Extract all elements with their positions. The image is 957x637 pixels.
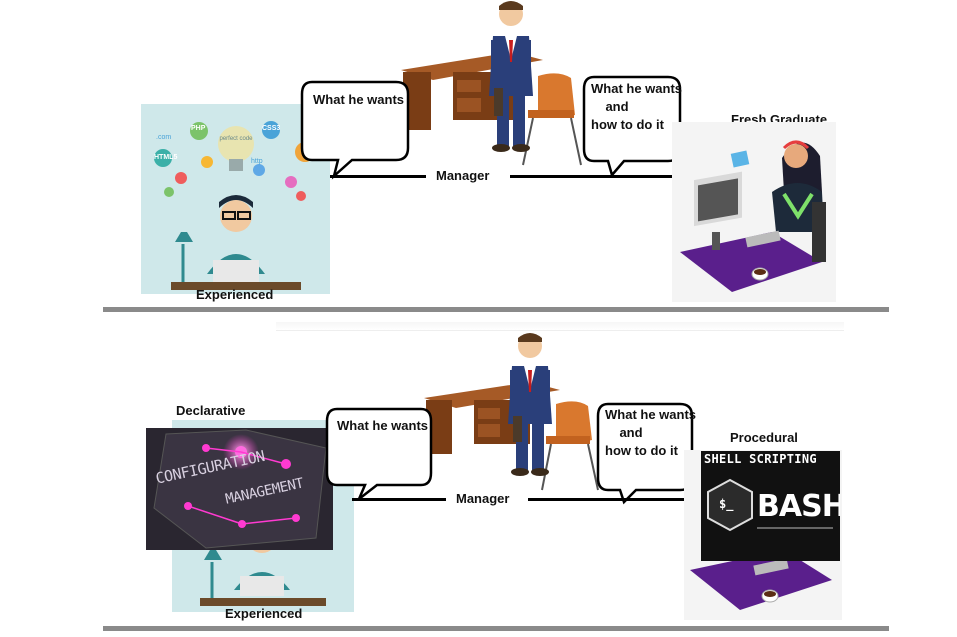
perfect-code-tag: perfect code bbox=[219, 136, 253, 142]
procedural-title: Procedural bbox=[730, 430, 798, 445]
bash-logo-icon bbox=[707, 478, 753, 532]
panel-divider-top bbox=[103, 307, 889, 312]
declarative-title: Declarative bbox=[176, 403, 246, 418]
connector-right-top bbox=[510, 175, 676, 178]
bash-logo-text: BASH bbox=[757, 489, 840, 524]
right-bubble-text-top: What he wants and how to do it bbox=[591, 81, 683, 132]
css3-tag: CSS3 bbox=[262, 125, 281, 132]
manager-label-bottom: Manager bbox=[456, 491, 510, 506]
html5-tag: HTML5 bbox=[154, 154, 178, 161]
manager-label-top: Manager bbox=[436, 168, 490, 183]
fresh-graduate-image bbox=[672, 122, 836, 302]
speech-bubble-right-bottom bbox=[596, 402, 694, 505]
connector-left-top bbox=[330, 175, 426, 178]
bash-tagline bbox=[757, 527, 833, 529]
manager-figure-bottom bbox=[418, 332, 608, 494]
connector-left-bottom bbox=[352, 498, 446, 501]
experienced-caption-top: Experienced bbox=[196, 287, 274, 302]
speech-bubble-left-bottom bbox=[325, 407, 433, 500]
php-tag: PHP bbox=[191, 125, 206, 132]
http-tag: http bbox=[251, 158, 263, 165]
experienced-caption-bottom: Experienced bbox=[225, 606, 303, 621]
connector-right-bottom bbox=[528, 498, 686, 501]
right-bubble-text-bottom: What he wants and how to do it bbox=[605, 407, 697, 458]
configuration-management-image: CONFIGURATION MANAGEMENT bbox=[146, 428, 333, 550]
bash-shell-scripting-image: SHELL SCRIPTING $_ BASH bbox=[701, 451, 840, 561]
panel-divider-bottom bbox=[103, 626, 889, 631]
manager-figure-top bbox=[393, 0, 593, 172]
speech-bubble-right-top bbox=[582, 75, 682, 178]
speech-bubble-left-top bbox=[300, 80, 410, 180]
left-bubble-text-bottom: What he wants bbox=[337, 418, 429, 433]
left-bubble-text-top: What he wants bbox=[313, 92, 405, 107]
bash-prompt: $_ bbox=[719, 497, 734, 511]
experienced-developer-image-top: PHP CSS3 .com HTML5 http perfect code bbox=[141, 104, 330, 294]
shell-scripting-header: SHELL SCRIPTING bbox=[704, 452, 817, 466]
faint-shadow-strip bbox=[276, 322, 844, 331]
com-tag: .com bbox=[156, 134, 172, 141]
